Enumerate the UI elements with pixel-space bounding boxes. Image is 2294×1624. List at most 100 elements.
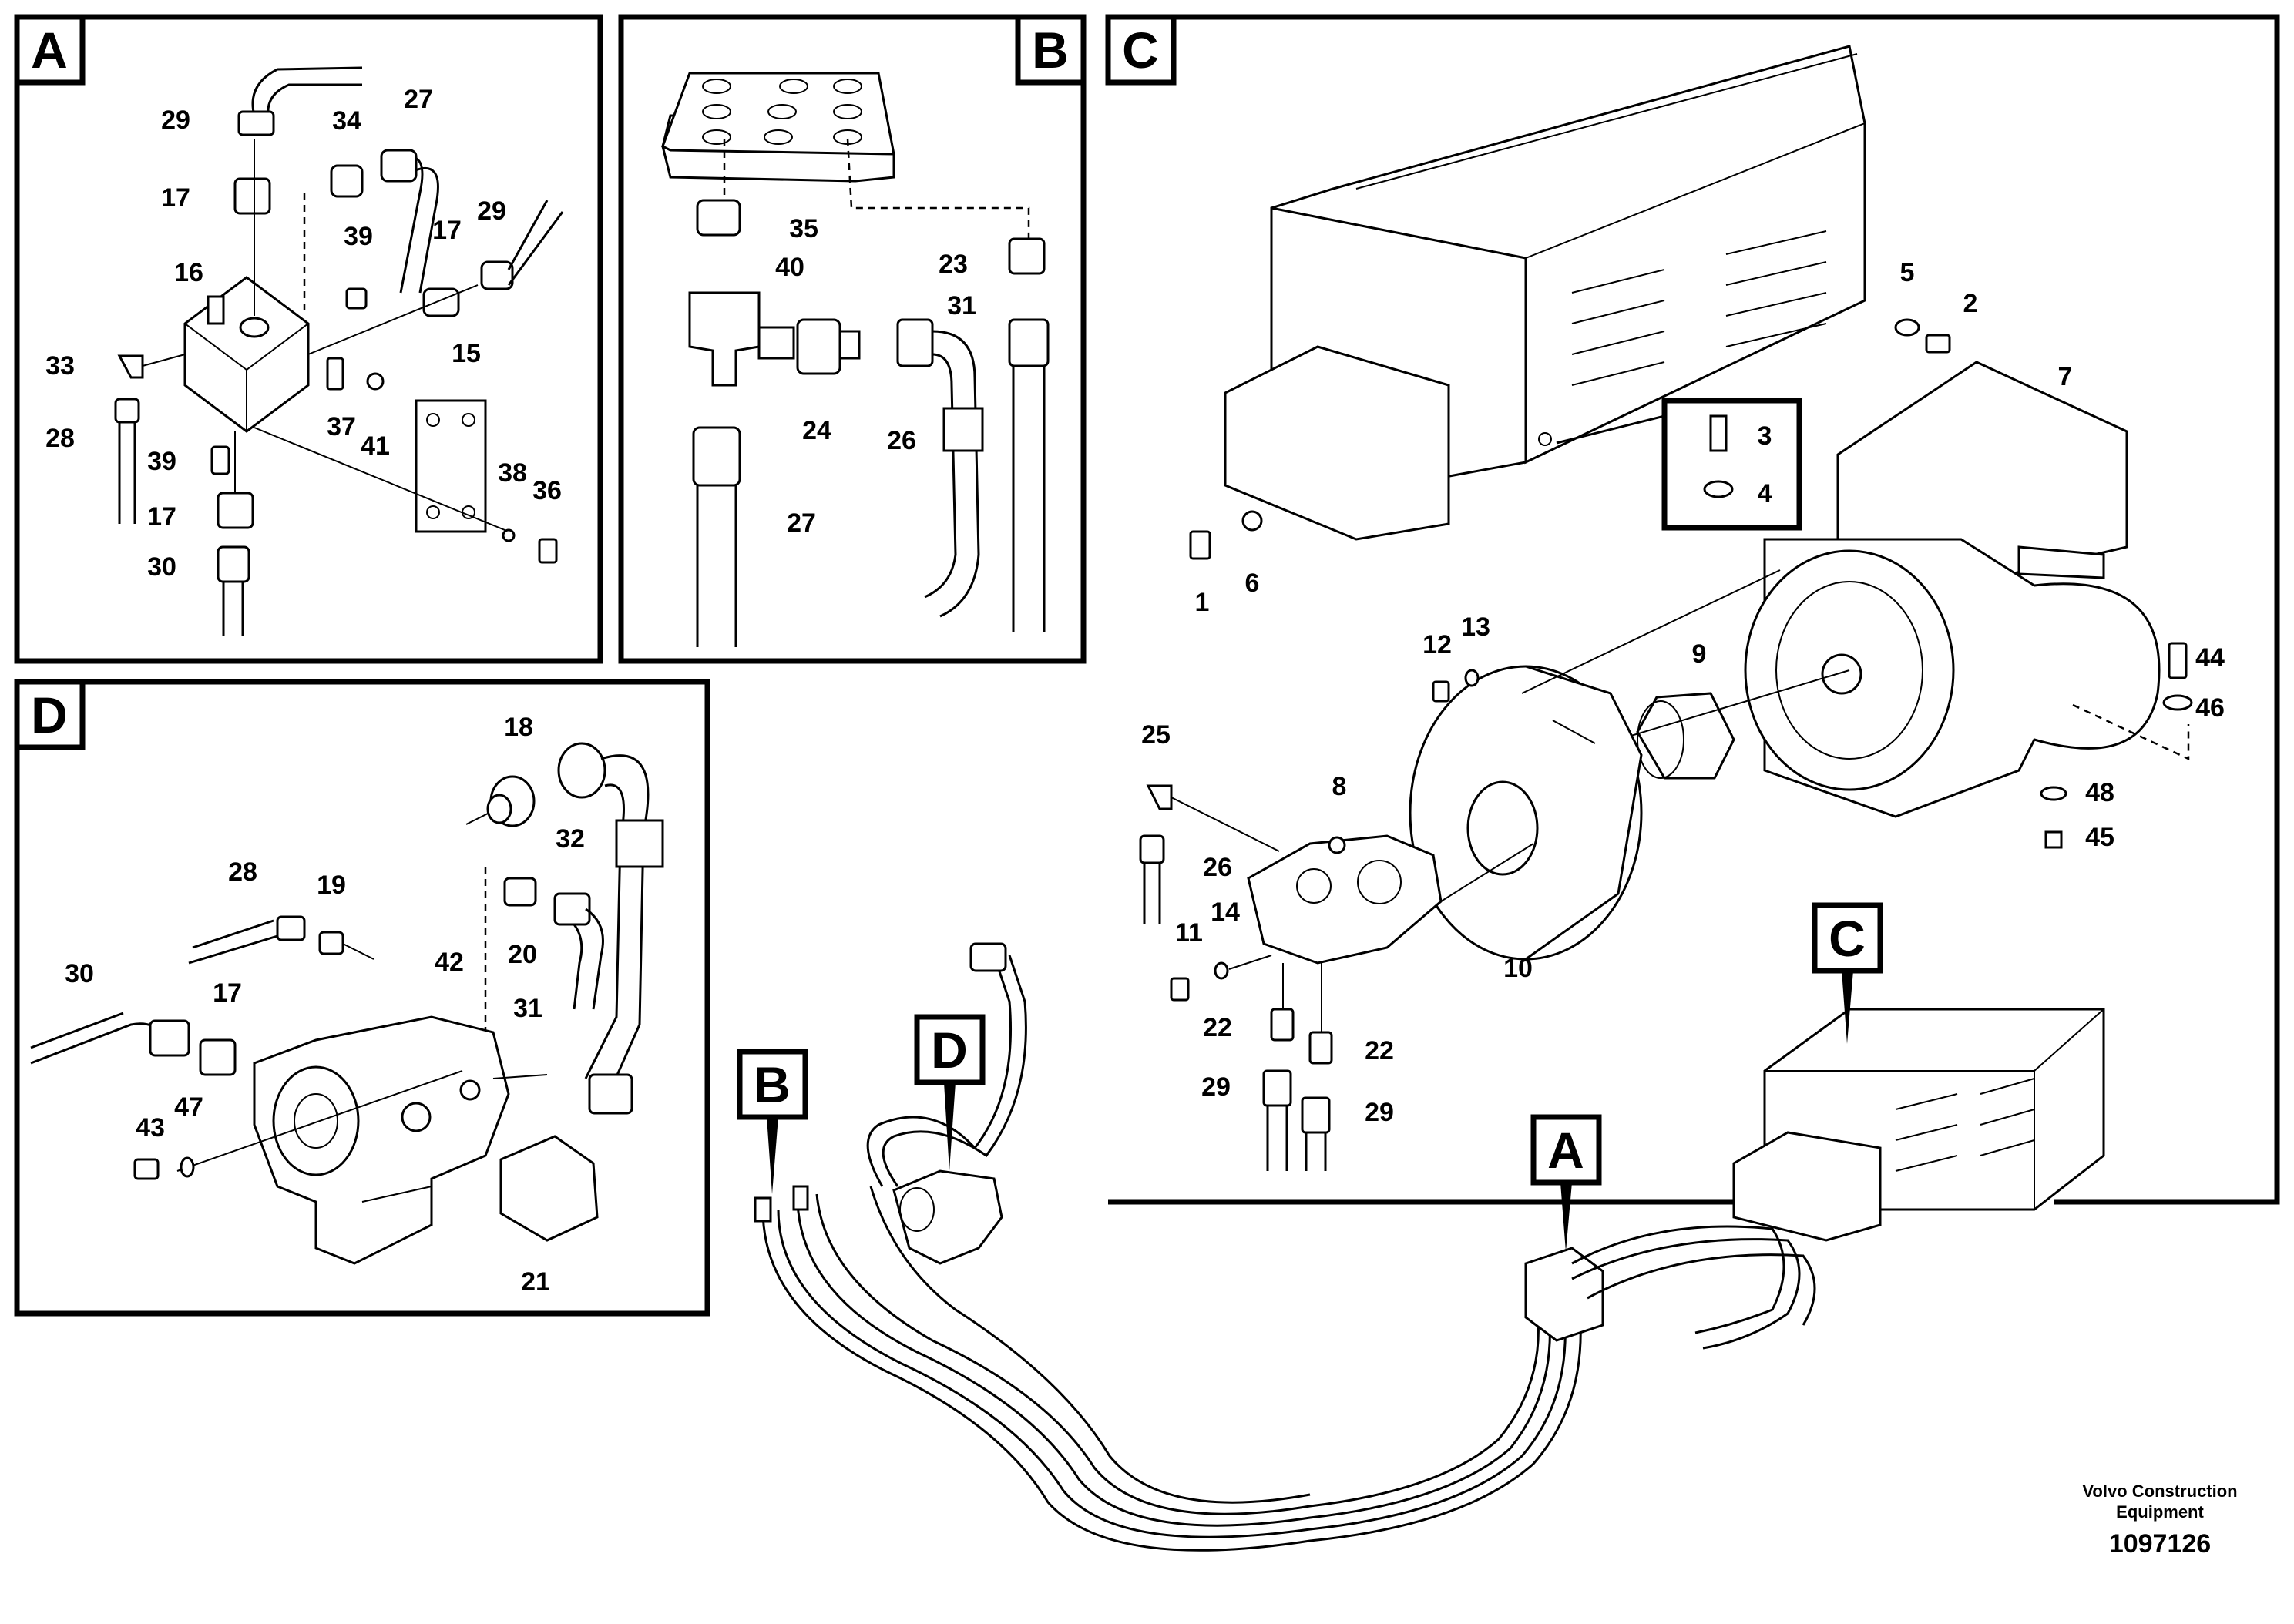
nut-45: [2044, 830, 2063, 849]
bolt-44: [2168, 642, 2188, 679]
label-17-right: 17: [432, 216, 462, 245]
nut-29-right: [1301, 1096, 1331, 1134]
label-30: 30: [147, 552, 176, 582]
label-31: 31: [947, 291, 976, 320]
label-7: 7: [2058, 362, 2073, 391]
fitting-35: [696, 199, 741, 237]
nut-27: [692, 426, 741, 487]
label-25: 25: [1141, 720, 1171, 750]
hose-27-b: [696, 485, 737, 647]
label-38: 38: [498, 458, 527, 488]
detail-box-3-4: [1661, 398, 1802, 531]
washer-5: [1894, 318, 1920, 337]
svg-text:A: A: [1547, 1122, 1584, 1179]
bolt-3: [1709, 414, 1728, 452]
label-6: 6: [1245, 569, 1260, 598]
plug-34: [330, 164, 364, 198]
label-48: 48: [2085, 778, 2114, 807]
hose-26-c: [1143, 863, 1161, 924]
bracket-15: [415, 399, 487, 533]
label-22-right: 22: [1365, 1036, 1394, 1065]
panel-b-letter: B: [1032, 22, 1069, 79]
fitting-17-right: [422, 287, 460, 317]
fitting-17-top: [233, 177, 271, 215]
washer-46: [2162, 694, 2193, 711]
panel-b-tag: [1015, 14, 1087, 86]
hose-30: [222, 582, 244, 636]
panel-c-tag: [1105, 14, 1177, 86]
label-29-right: 29: [477, 196, 506, 226]
bolt-43: [133, 1158, 160, 1180]
label-19: 19: [317, 871, 346, 900]
label-17: 17: [161, 183, 190, 213]
enclosure-lower-cover: [1224, 345, 1450, 541]
fitting-22-right: [1308, 1031, 1333, 1065]
label-21: 21: [521, 1267, 550, 1297]
hose-31-d: [573, 908, 604, 1010]
washer-47: [180, 1156, 195, 1178]
label-17-lower: 17: [147, 502, 176, 532]
callout-a: A: [1530, 1114, 1602, 1252]
panel-a-tag: [14, 14, 86, 86]
hose-28-d: [188, 919, 278, 965]
nut-32: [557, 742, 606, 799]
fitting-23: [1008, 237, 1046, 275]
bolt-2: [1925, 334, 1951, 354]
washer-48: [2040, 786, 2067, 801]
washer-6: [1241, 510, 1263, 532]
label-27: 27: [404, 85, 433, 114]
panel-c-letter: C: [1122, 22, 1159, 79]
label-14: 14: [1211, 898, 1240, 927]
bolt-12: [1432, 680, 1450, 703]
fitting-22-left: [1270, 1008, 1295, 1042]
fitting-20: [503, 877, 537, 907]
label-32: 32: [556, 824, 585, 854]
fitting-19: [318, 931, 344, 955]
panel-b: B 35 40 23: [618, 14, 1087, 664]
label-28-d: 28: [228, 857, 257, 887]
panel-d-letter: D: [31, 686, 68, 743]
panel-d: D 18: [14, 679, 710, 1317]
svg-text:B: B: [754, 1056, 791, 1113]
label-17-d: 17: [213, 978, 242, 1008]
footer-line1: Volvo Construction: [2082, 1481, 2237, 1501]
label-39: 39: [344, 222, 373, 251]
panel-a: A: [14, 14, 603, 664]
label-2: 2: [1963, 289, 1978, 318]
label-20: 20: [508, 940, 537, 969]
overview-assembly: [754, 942, 2105, 1552]
label-18: 18: [504, 713, 533, 742]
panel-d-tag: [14, 679, 86, 750]
bolt-11: [1170, 977, 1190, 1002]
nut-31: [1008, 318, 1050, 367]
adapter-24: [796, 318, 841, 375]
footer-line2: Equipment: [2116, 1502, 2204, 1522]
label-36: 36: [532, 476, 562, 505]
svg-text:D: D: [931, 1022, 968, 1079]
label-16: 16: [174, 258, 203, 287]
label-11: 11: [1175, 918, 1203, 948]
nut-29-left: [1262, 1069, 1292, 1107]
label-40: 40: [775, 253, 804, 282]
label-22-left: 22: [1203, 1013, 1232, 1042]
bolt-37: [326, 357, 344, 391]
callout-c: C: [1812, 902, 1883, 1044]
label-1: 1: [1195, 588, 1210, 617]
label-30-d: 30: [65, 959, 94, 988]
label-37: 37: [327, 412, 356, 441]
label-13: 13: [1461, 612, 1490, 642]
overview-pump: [892, 1169, 1003, 1265]
fitting-17-lower: [217, 492, 254, 529]
svg-text:C: C: [1829, 910, 1866, 967]
fitting-30: [217, 545, 250, 583]
label-24: 24: [802, 416, 831, 445]
label-44: 44: [2195, 643, 2225, 673]
washer-14: [1214, 961, 1229, 980]
label-27-b: 27: [787, 508, 816, 538]
vent-slots: [1571, 230, 1827, 386]
label-5: 5: [1900, 258, 1915, 287]
nut-29: [237, 110, 275, 136]
bolt-36: [538, 538, 558, 564]
elbow-33: [117, 354, 144, 379]
